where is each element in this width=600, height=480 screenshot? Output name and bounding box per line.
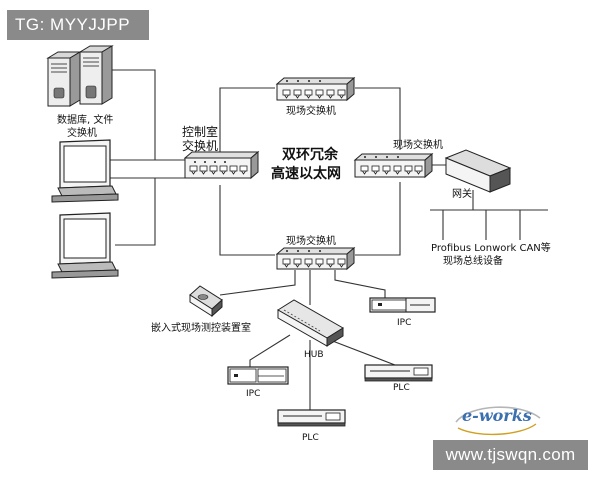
gateway-icon <box>444 149 512 193</box>
hub-icon <box>277 299 344 347</box>
ipc-right-label: IPC <box>397 318 411 328</box>
server-icon <box>46 45 114 107</box>
fieldbus-protocols-label: Profibus Lonwork CAN等 <box>431 241 551 254</box>
embedded-device-label: 嵌入式现场测控装置室 <box>151 321 251 334</box>
monitor-icon <box>51 139 119 203</box>
db-server-label: 数据库, 文件 <box>57 113 113 126</box>
field-switch-top-icon <box>275 76 356 102</box>
ring-network-label-2: 高速以太网 <box>271 165 341 182</box>
plc-bottom-label: PLC <box>302 433 319 443</box>
monitor-icon <box>51 212 119 279</box>
fieldbus-devices-label: 现场总线设备 <box>443 254 503 267</box>
embedded-device-icon <box>189 285 223 318</box>
connection-lines <box>110 69 548 410</box>
plc-right-label: PLC <box>393 383 410 393</box>
db-server-label-2: 交换机 <box>67 126 97 139</box>
control-room-label-2: 交换机 <box>182 138 218 153</box>
plc-right-icon <box>364 364 433 382</box>
watermark-bottom: www.tjswqn.com <box>433 440 588 470</box>
gateway-label: 网关 <box>452 187 472 200</box>
ring-network-label: 双环冗余 <box>282 146 339 163</box>
field-switch-right-label: 现场交换机 <box>393 138 443 151</box>
e-works-logo-text: e-works <box>462 406 532 425</box>
watermark-top: TG: MYYJJPP <box>7 10 149 40</box>
field-switch-bottom-label: 现场交换机 <box>286 234 336 247</box>
plc-bottom-icon <box>277 409 346 427</box>
ipc-left-icon <box>227 366 289 385</box>
ipc-left-label: IPC <box>246 389 260 399</box>
ipc-right-icon <box>369 297 436 313</box>
control-room-label: 控制室 <box>182 124 218 139</box>
control-room-switch-icon <box>183 150 260 180</box>
field-switch-bottom-icon <box>275 246 356 271</box>
e-works-logo: e-works <box>455 406 541 436</box>
field-switch-right-icon <box>353 152 434 179</box>
hub-label: HUB <box>304 350 324 360</box>
field-switch-top-label: 现场交换机 <box>286 104 336 117</box>
